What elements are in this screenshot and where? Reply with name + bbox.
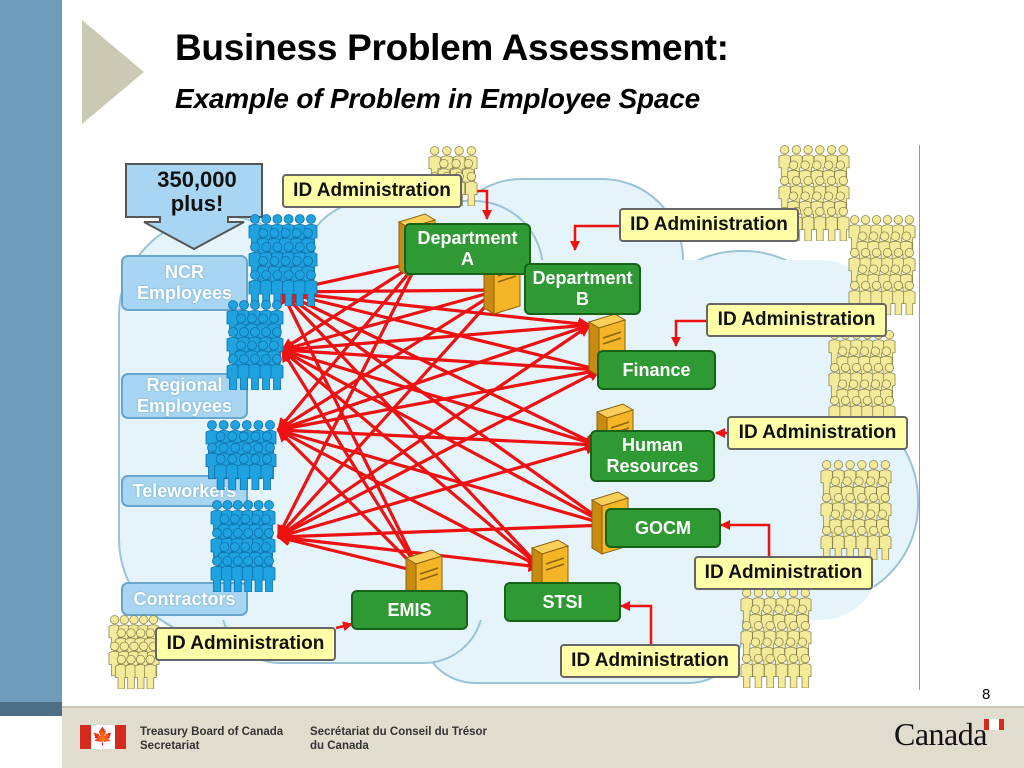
admin-people-group xyxy=(740,588,812,689)
admin-people-group xyxy=(778,145,850,242)
ncr-employees-people xyxy=(248,214,318,307)
wordmark-flag xyxy=(984,719,1004,730)
admin-people-group xyxy=(848,215,916,316)
play-triangle-icon xyxy=(82,20,144,124)
teleworkers-people xyxy=(205,420,277,491)
admin-people-group xyxy=(828,330,896,431)
slide-title: Business Problem Assessment: xyxy=(175,27,729,68)
id-administration-box: ID Administration xyxy=(155,627,336,661)
id-administration-box: ID Administration xyxy=(706,303,887,337)
connection-arrow xyxy=(276,519,610,543)
department-a-box: Department A xyxy=(404,223,531,275)
id-administration-box: ID Administration xyxy=(727,416,908,450)
admin-arrow xyxy=(720,520,771,556)
page-number: 8 xyxy=(982,686,991,703)
id-administration-box: ID Administration xyxy=(619,208,799,242)
finance-box: Finance xyxy=(597,350,716,390)
teleworkers-box: Teleworkers xyxy=(121,475,248,507)
contractors-box: Contractors xyxy=(121,582,248,616)
slide-subtitle: Example of Problem in Employee Space xyxy=(175,83,700,114)
org-name-french: Secrétariat du Conseil du Trésor du Cana… xyxy=(310,726,488,752)
emis-box: EMIS xyxy=(351,590,468,630)
human-resources-box: Human Resources xyxy=(590,430,715,482)
connection-arrow xyxy=(276,288,502,539)
org-name-english: Treasury Board of Canada Secretariat xyxy=(140,726,284,752)
callout-arrow-shape xyxy=(125,163,263,251)
connection-arrow xyxy=(276,533,422,576)
gocm-box: GOCM xyxy=(605,508,721,548)
canada-flag: 🍁 xyxy=(80,725,126,749)
admin-people-group xyxy=(108,615,160,690)
divider-line xyxy=(919,145,920,690)
ncr-employees-box: NCR Employees xyxy=(121,255,248,311)
contractors-people xyxy=(210,500,276,593)
maple-leaf-icon: 🍁 xyxy=(92,727,114,746)
regional-employees-people xyxy=(226,300,284,391)
id-administration-box: ID Administration xyxy=(282,174,462,208)
footer-bar xyxy=(62,708,1024,768)
footer-rule xyxy=(62,706,1024,708)
canada-wordmark: Canada xyxy=(894,716,987,752)
admin-arrow xyxy=(570,224,619,251)
id-administration-box: ID Administration xyxy=(560,644,740,678)
callout-text: 350,000 plus! xyxy=(157,167,237,216)
regional-employees-box: Regional Employees xyxy=(121,373,248,419)
admin-arrow xyxy=(671,319,706,347)
connection-arrow xyxy=(276,531,542,573)
admin-arrow xyxy=(335,621,353,632)
department-b-box: Department B xyxy=(524,263,641,315)
id-administration-box: ID Administration xyxy=(694,556,873,590)
admin-people-group xyxy=(820,460,892,561)
stsi-box: STSI xyxy=(504,582,621,622)
admin-arrow xyxy=(620,601,653,644)
left-accent-bar xyxy=(0,0,62,708)
left-accent-bar-base xyxy=(0,702,62,716)
